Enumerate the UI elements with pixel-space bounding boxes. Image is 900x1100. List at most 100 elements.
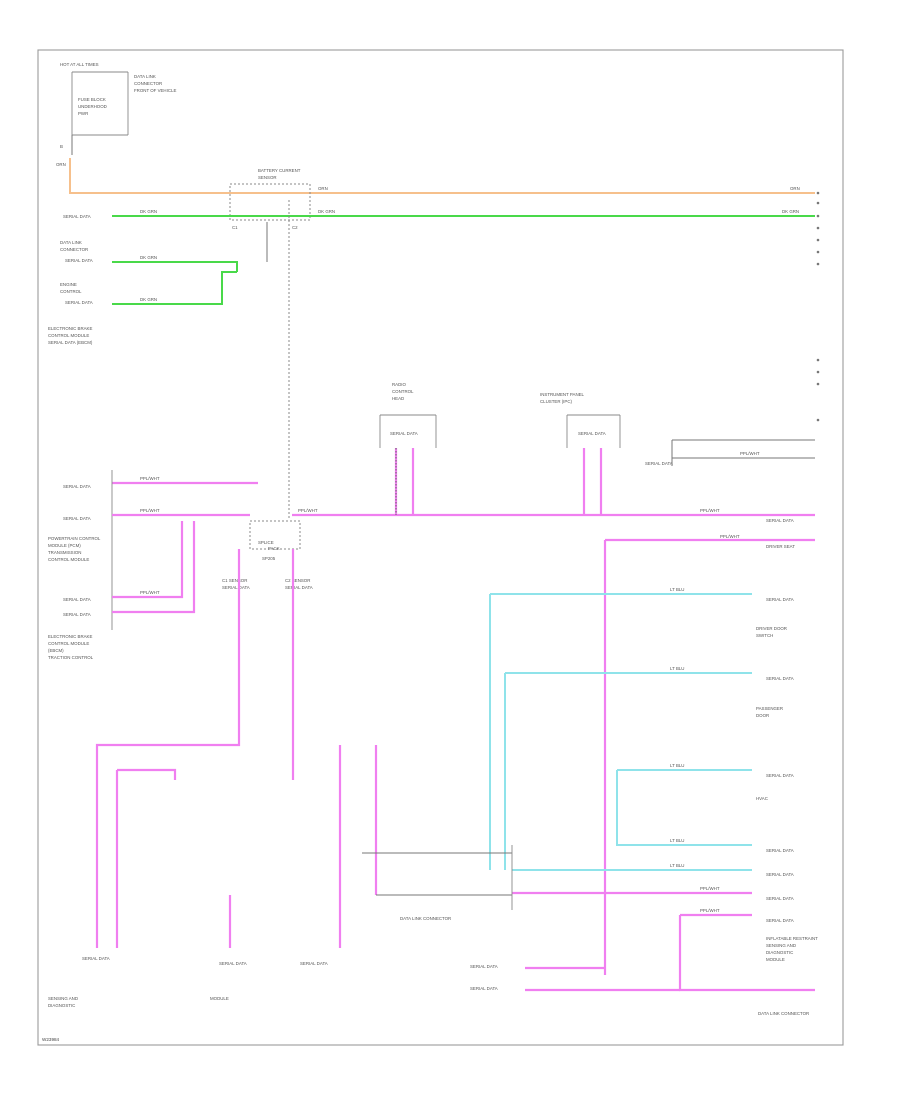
label-fuse-block: FUSE BLOCK	[78, 97, 106, 102]
label-ml-ppl-3: PPL/WHT	[140, 590, 160, 595]
label-splice: SPLICE	[258, 540, 274, 545]
label-ebcm-serial: SERIAL DATA (EBCM)	[48, 340, 93, 345]
green-branch-2: ENGINE CONTROL SERIAL DATA DK GRN ELECTR…	[48, 271, 237, 345]
label-rt-serial: SERIAL DATA	[645, 461, 673, 466]
label-bl-serial-1: SERIAL DATA	[82, 956, 110, 961]
label-ebcm2-1: ELECTRONIC BRAKE	[48, 634, 92, 639]
label-tcm-2: CONTROL MODULE	[48, 557, 89, 562]
label-radio-serial: SERIAL DATA	[390, 431, 418, 436]
label-bl-diag: DIAGNOSTIC	[48, 1003, 75, 1008]
label-diagnostic: DIAGNOSTIC	[766, 950, 793, 955]
label-ml-ppl-1: PPL/WHT	[140, 476, 160, 481]
label-restraint: INFLATABLE RESTRAINT	[766, 936, 818, 941]
pink-vertical-wires	[95, 549, 378, 948]
label-module: MODULE	[766, 957, 785, 962]
label-right-serial-5: SERIAL DATA	[766, 848, 794, 853]
bottom-left-modules: SERIAL DATA SENSING AND DIAGNOSTIC SERIA…	[48, 956, 809, 1016]
label-pack: PACK	[268, 546, 280, 551]
label-bl-serial-2: SERIAL DATA	[219, 961, 247, 966]
label-ebcm-title: ELECTRONIC BRAKE	[48, 326, 92, 331]
label-cyan-1: LT BLU	[670, 587, 684, 592]
label-sp: SP205	[262, 556, 276, 561]
ipc-module: INSTRUMENT PANEL CLUSTER (IPC) SERIAL DA…	[540, 392, 621, 515]
label-radio-control: CONTROL	[392, 389, 414, 394]
pink-right-branches: PPL/WHT SERIAL DATA DRIVER SEAT	[603, 518, 815, 975]
label-driver-door: DRIVER DOOR	[756, 626, 787, 631]
pink-main-bus: PPL/WHT PPL/WHT	[292, 508, 815, 517]
green-data-wire-top: SERIAL DATA DK GRN DK GRN DK GRN	[63, 209, 815, 219]
label-bot-ppl-2: PPL/WHT	[700, 908, 720, 913]
label-cyan-3: LT BLU	[670, 763, 684, 768]
label-fuse-right-a: DATA LINK	[134, 74, 156, 79]
cyan-lines: LT BLU SERIAL DATA DRIVER DOOR SWITCH LT…	[489, 587, 794, 877]
label-c1: C1	[232, 225, 238, 230]
label-orn-left: ORN	[56, 162, 66, 167]
label-right-serial-6: SERIAL DATA	[766, 872, 794, 877]
label-ipc-serial: SERIAL DATA	[578, 431, 606, 436]
label-pcm-2: MODULE (PCM)	[48, 543, 81, 548]
label-ml-serial-3: SERIAL DATA	[63, 597, 91, 602]
label-hvac: HVAC	[756, 796, 768, 801]
label-bl-serial-4: SERIAL DATA	[470, 964, 498, 969]
label-right-serial-1: SERIAL DATA	[766, 518, 794, 523]
fuse-block: HOT AT ALL TIMES FUSE BLOCK UNDERHOOD PW…	[56, 62, 176, 167]
label-engine: ENGINE	[60, 282, 77, 287]
green-branch-1: DATA LINK CONNECTOR SERIAL DATA DK GRN	[60, 240, 238, 272]
label-serial-data-g2: SERIAL DATA	[65, 300, 93, 305]
label-ipc: INSTRUMENT PANEL	[540, 392, 585, 397]
splice-pack: SPLICE PACK SP205 C1 SENSOR SERIAL DATA …	[222, 520, 313, 590]
right-connector-pins-top	[816, 191, 820, 422]
label-fuse-right-c: FRONT OF VEHICLE	[134, 88, 176, 93]
label-bl-module: MODULE	[210, 996, 229, 1001]
label-cyan-2: LT BLU	[670, 666, 684, 671]
radio-module: RADIO CONTROL HEAD SERIAL DATA	[379, 382, 437, 515]
gray-connectors: DATA LINK CONNECTOR	[362, 845, 513, 921]
green-label-g1: DK GRN	[140, 255, 157, 260]
label-bl-serial-3: SERIAL DATA	[300, 961, 328, 966]
orange-power-wire: ORN ORN	[69, 158, 815, 194]
label-c2-sensor: C2 SENSOR	[285, 578, 310, 583]
orange-label-3: ORN	[790, 186, 800, 191]
label-pcm-1: POWERTRAIN CONTROL	[48, 536, 101, 541]
label-battery-current-sensor: BATTERY CURRENT	[258, 168, 301, 173]
label-radio-head: HEAD	[392, 396, 404, 401]
label-switch: SWITCH	[756, 633, 773, 638]
label-dlc: DATA LINK	[60, 240, 82, 245]
label-hot-at-all-times: HOT AT ALL TIMES	[60, 62, 99, 67]
label-ipc-sub: CLUSTER (IPC)	[540, 399, 572, 404]
label-bus-ppl: PPL/WHT	[298, 508, 318, 513]
label-bl-sensing: SENSING AND	[48, 996, 78, 1001]
label-cyan-5: LT BLU	[670, 863, 684, 868]
label-tcm-1: TRANSMISSION	[48, 550, 81, 555]
label-serial-data-g1: SERIAL DATA	[65, 258, 93, 263]
label-bot-serial-2: SERIAL DATA	[766, 918, 794, 923]
green-label-2: DK GRN	[318, 209, 335, 214]
label-pwr: PWR	[78, 111, 88, 116]
pink-left-modules: SERIAL DATA PPL/WHT SERIAL DATA PPL/WHT …	[48, 470, 258, 660]
green-label-1: DK GRN	[140, 209, 157, 214]
label-c1-serial: SERIAL DATA	[222, 585, 250, 590]
label-ml-serial-1: SERIAL DATA	[63, 484, 91, 489]
green-label-g2: DK GRN	[140, 297, 157, 302]
label-connector: CONNECTOR	[60, 247, 88, 252]
label-dlc-bottom: DATA LINK CONNECTOR	[400, 916, 451, 921]
label-br-dlc: DATA LINK CONNECTOR	[758, 1011, 809, 1016]
label-right-serial-4: SERIAL DATA	[766, 773, 794, 778]
label-sensing: SENSING AND	[766, 943, 796, 948]
battery-current-sensor: BATTERY CURRENT SENSOR C1 C2	[229, 168, 311, 230]
label-right-ppl-2: PPL/WHT	[720, 534, 740, 539]
label-rt-ppl: PPL/WHT	[740, 451, 760, 456]
label-c1-sensor: C1 SENSOR	[222, 578, 247, 583]
label-door: DOOR	[756, 713, 769, 718]
label-ebcm-sub: CONTROL MODULE	[48, 333, 89, 338]
label-right-serial-3: SERIAL DATA	[766, 676, 794, 681]
diagram-frame	[37, 49, 844, 1046]
green-label-3: DK GRN	[782, 209, 799, 214]
label-serial-data-top: SERIAL DATA	[63, 214, 91, 219]
label-sensor: SENSOR	[258, 175, 277, 180]
label-passenger: PASSENGER	[756, 706, 783, 711]
label-bot-serial-1: SERIAL DATA	[766, 896, 794, 901]
label-bl-serial-5: SERIAL DATA	[470, 986, 498, 991]
